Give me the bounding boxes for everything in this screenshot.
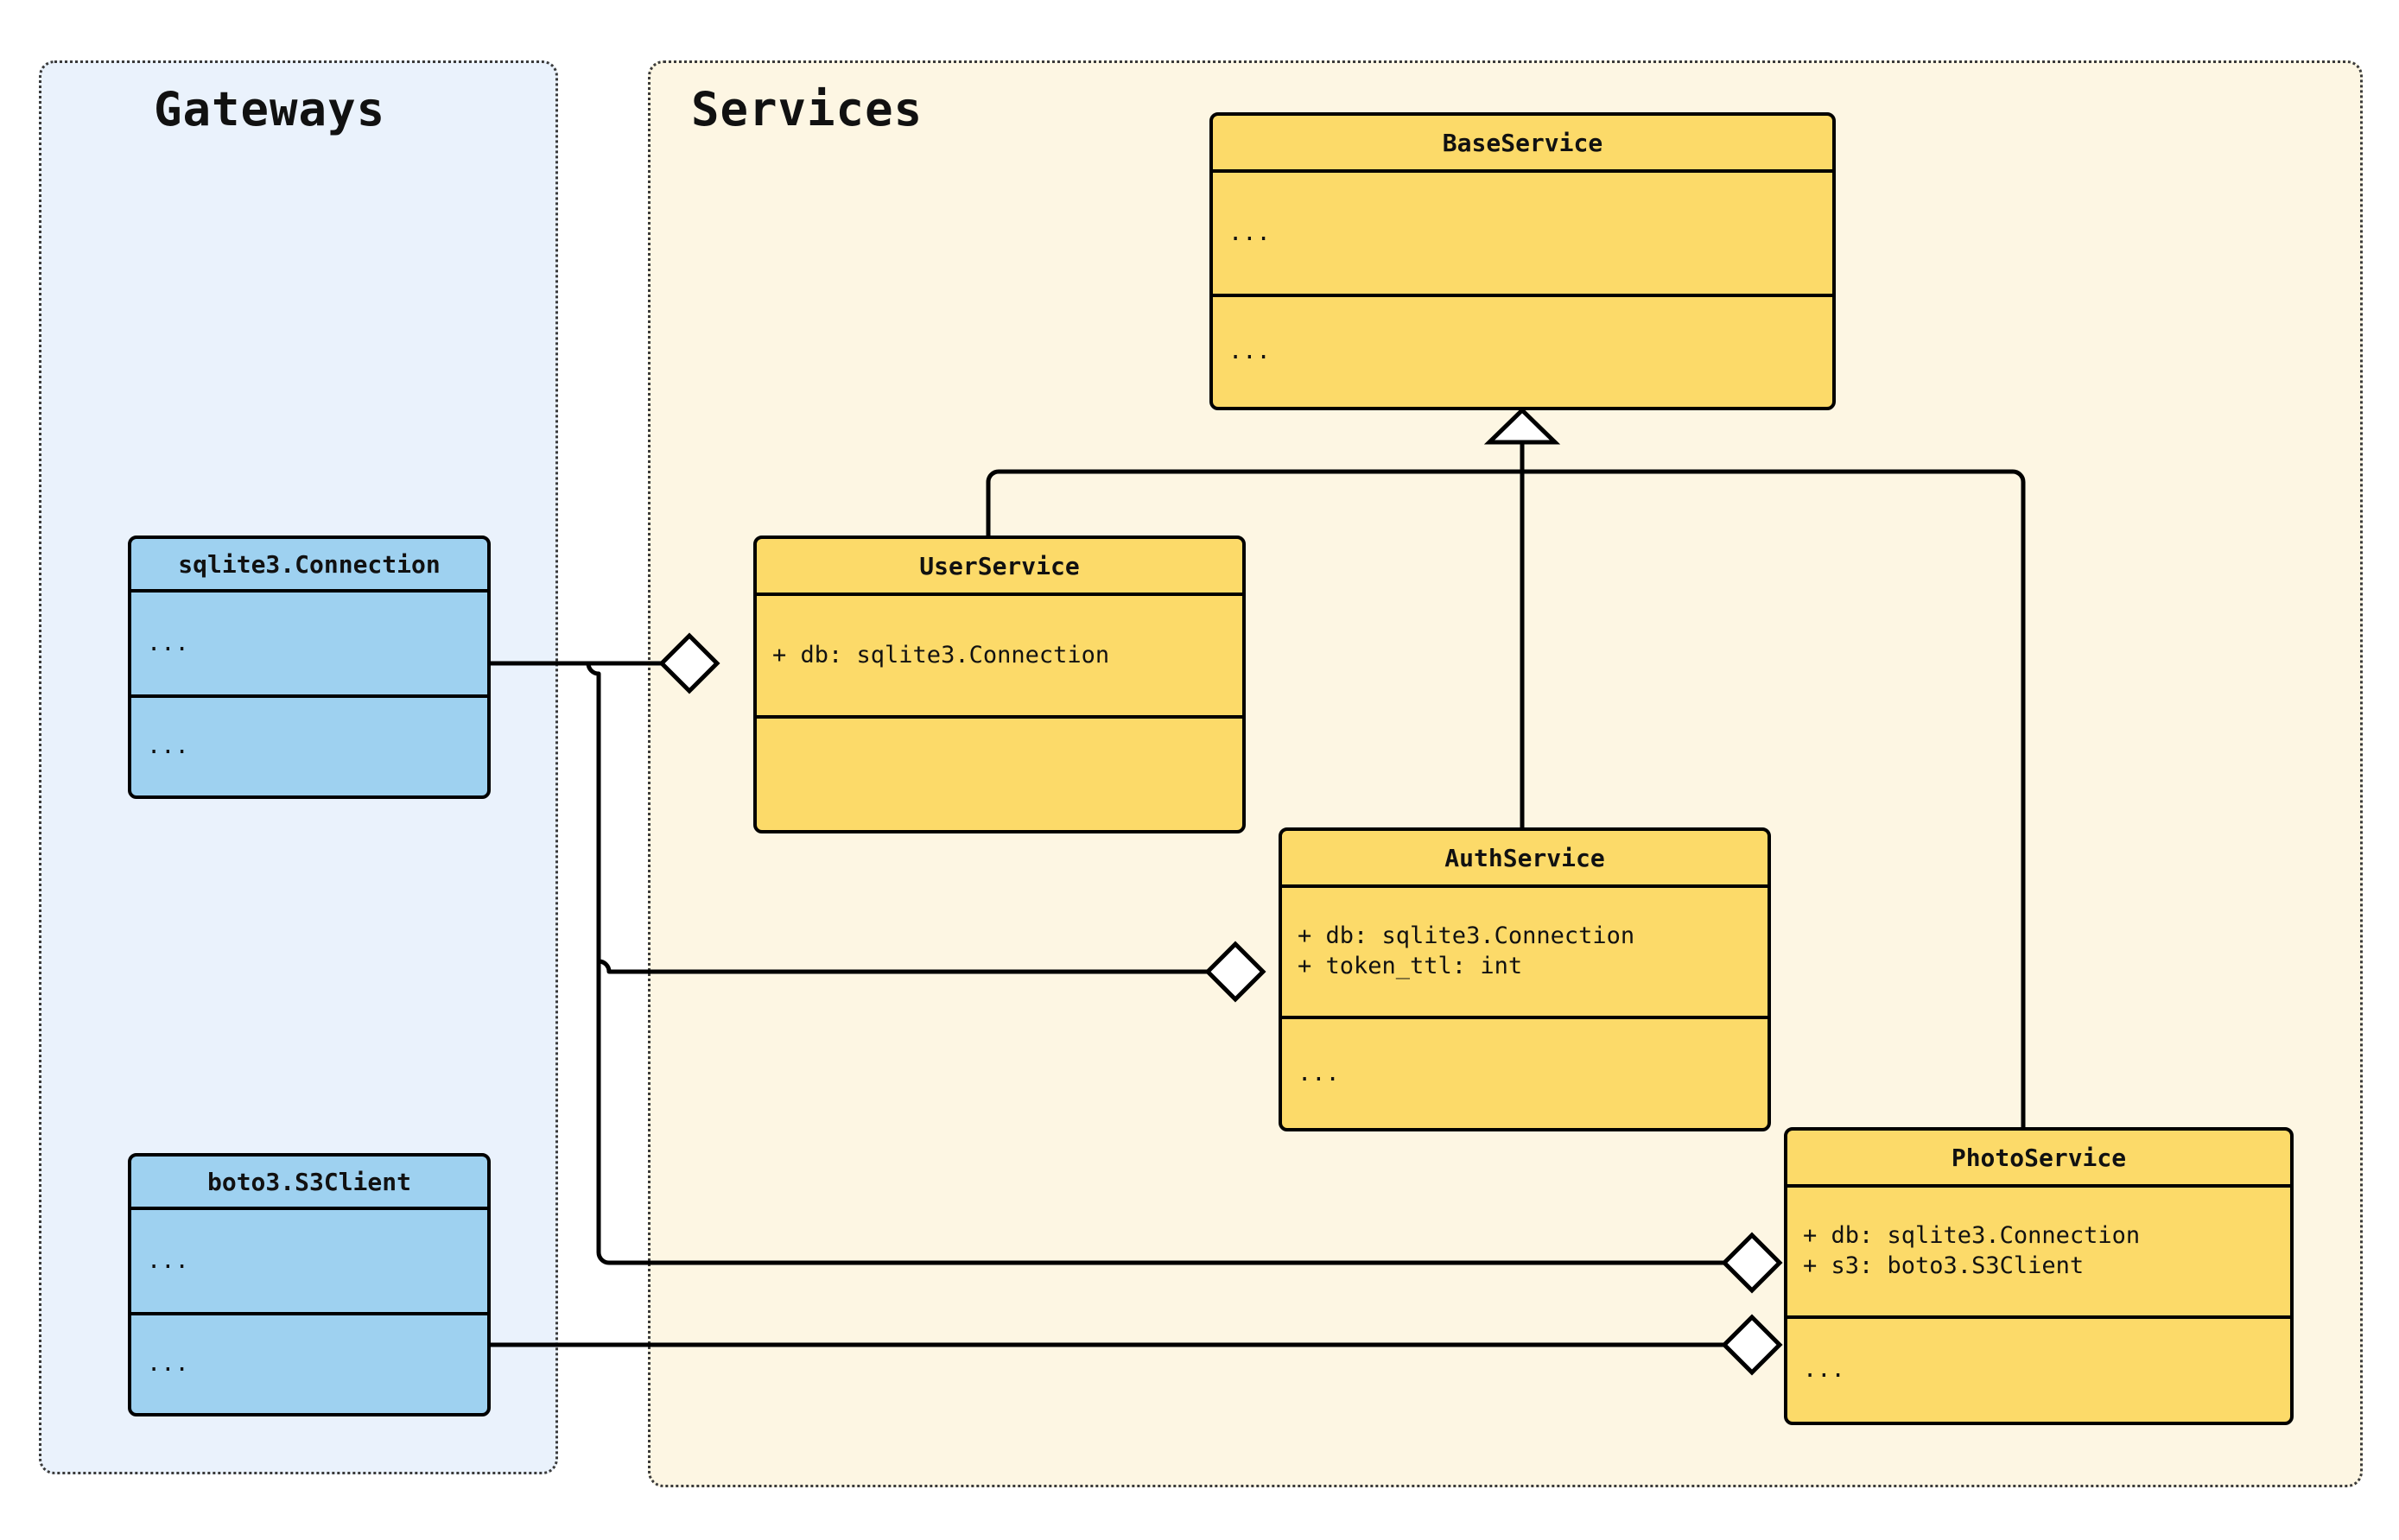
class-name-photoservice: PhotoService xyxy=(1951,1143,2127,1172)
class-name-userservice: UserService xyxy=(919,551,1080,580)
class-attributes-userservice: + db: sqlite3.Connection xyxy=(757,596,1242,715)
method-row: ... xyxy=(1803,1356,1845,1384)
aggregation-trunk-sqlite xyxy=(586,662,601,1252)
attribute-row: ... xyxy=(147,629,189,656)
class-methods-photoservice: ... xyxy=(1787,1319,2290,1422)
class-attributes-sqlite-connection: ... xyxy=(131,593,487,694)
method-row: ... xyxy=(147,1350,189,1378)
class-name-baseservice: BaseService xyxy=(1442,128,1603,157)
class-methods-sqlite-connection: ... xyxy=(131,698,487,795)
class-separator xyxy=(1213,294,1832,297)
class-separator xyxy=(131,694,487,698)
class-separator xyxy=(1787,1184,2290,1188)
attribute-row: + token_ttl: int xyxy=(1298,953,1523,979)
class-name-authservice: AuthService xyxy=(1444,843,1605,872)
class-separator xyxy=(131,1312,487,1315)
class-separator xyxy=(1282,1016,1768,1019)
class-separator xyxy=(1213,169,1832,173)
class-box-authservice[interactable]: AuthService + db: sqlite3.Connection + t… xyxy=(1279,827,1771,1131)
class-separator xyxy=(131,1207,487,1210)
class-separator xyxy=(131,589,487,593)
class-methods-authservice: ... xyxy=(1282,1019,1768,1128)
class-attributes-boto3-s3client: ... xyxy=(131,1210,487,1312)
class-separator xyxy=(757,593,1242,596)
attribute-row: ... xyxy=(147,1246,189,1274)
class-attributes-authservice: + db: sqlite3.Connection + token_ttl: in… xyxy=(1282,888,1768,1016)
class-methods-baseservice: ... xyxy=(1213,297,1832,407)
class-box-boto3-s3client[interactable]: boto3.S3Client ... ... xyxy=(128,1153,491,1416)
package-title-gateways: Gateways xyxy=(154,82,386,136)
attribute-row: + db: sqlite3.Connection xyxy=(1803,1222,2141,1250)
class-separator xyxy=(757,715,1242,719)
class-attributes-photoservice: + db: sqlite3.Connection + s3: boto3.S3C… xyxy=(1787,1188,2290,1315)
class-box-userservice[interactable]: UserService + db: sqlite3.Connection xyxy=(753,536,1246,833)
class-methods-userservice xyxy=(757,719,1242,830)
package-title-services: Services xyxy=(691,82,923,136)
class-box-baseservice[interactable]: BaseService ... ... xyxy=(1209,112,1836,410)
class-name-sqlite-connection: sqlite3.Connection xyxy=(178,549,441,579)
attribute-row: ... xyxy=(1228,219,1271,246)
attribute-row: + db: sqlite3.Connection xyxy=(772,641,1110,669)
method-row: ... xyxy=(147,732,189,760)
attribute-row: + s3: boto3.S3Client xyxy=(1803,1252,2085,1279)
method-row: ... xyxy=(1228,338,1271,365)
class-box-photoservice[interactable]: PhotoService + db: sqlite3.Connection + … xyxy=(1784,1127,2294,1425)
class-separator xyxy=(1787,1315,2290,1319)
method-row: ... xyxy=(1298,1059,1340,1087)
class-box-sqlite-connection[interactable]: sqlite3.Connection ... ... xyxy=(128,536,491,799)
class-name-boto3-s3client: boto3.S3Client xyxy=(206,1167,411,1196)
class-methods-boto3-s3client: ... xyxy=(131,1315,487,1413)
class-separator xyxy=(1282,884,1768,888)
attribute-row: + db: sqlite3.Connection xyxy=(1298,922,1635,950)
class-attributes-baseservice: ... xyxy=(1213,173,1832,294)
